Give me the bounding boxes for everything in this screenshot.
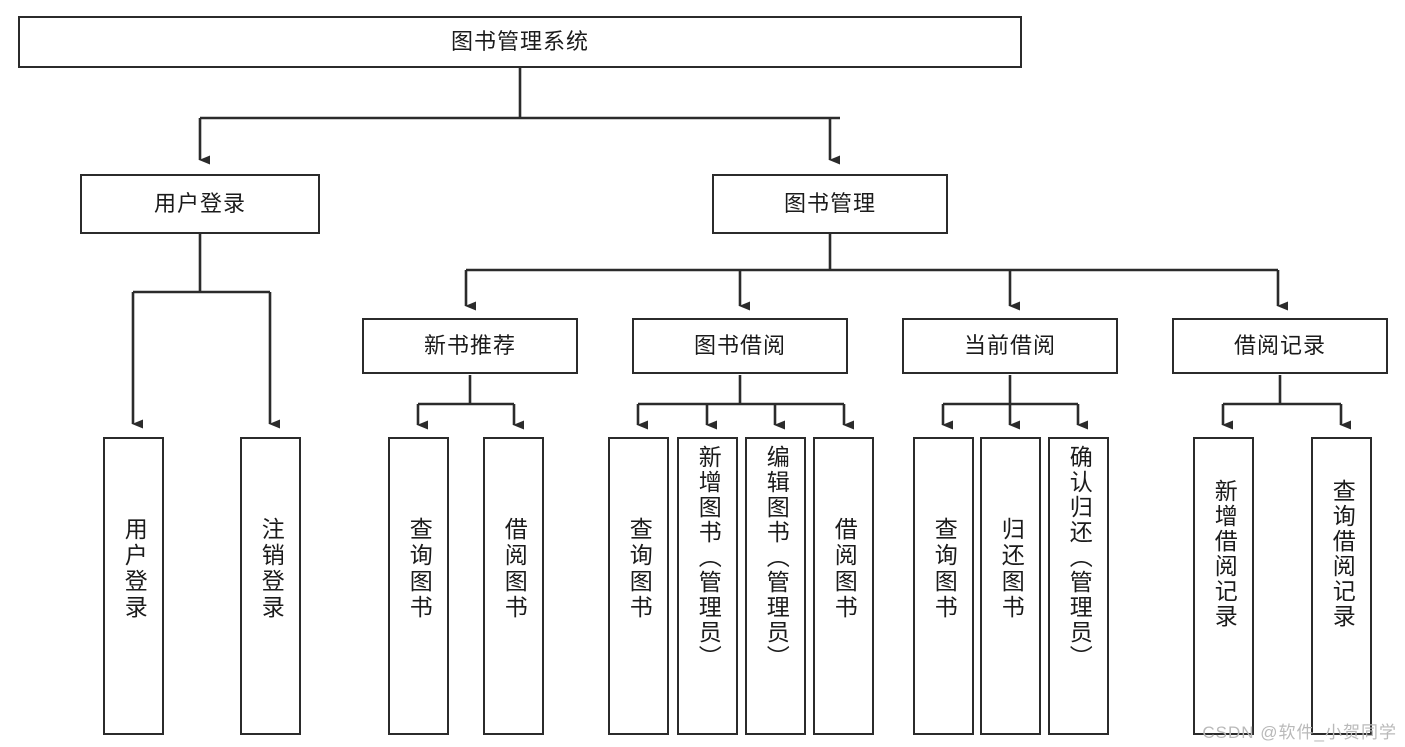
leaf-book-borrow-query-book[interactable]: 查询图书 (608, 437, 669, 735)
leaf-label: 新增借阅记录 (1211, 479, 1238, 629)
leaf-book-borrow-edit-book-admin[interactable]: 编辑图书（管理员） (745, 437, 806, 735)
node-root-label: 图书管理系统 (450, 29, 589, 55)
leaf-label: 查询借阅记录 (1329, 479, 1356, 629)
leaf-borrow-record-query-record[interactable]: 查询借阅记录 (1311, 437, 1372, 735)
leaf-label: 借阅图书 (831, 517, 858, 621)
leaf-current-borrow-confirm-return-admin[interactable]: 确认归还（管理员） (1048, 437, 1109, 735)
node-borrow-record-label: 借阅记录 (1233, 333, 1326, 359)
node-book-management-label: 图书管理 (783, 191, 876, 217)
node-book-borrow-label: 图书借阅 (693, 333, 786, 359)
leaf-label: 用户登录 (121, 517, 148, 621)
leaf-new-book-query-book[interactable]: 查询图书 (388, 437, 449, 735)
leaf-book-borrow-borrow-book[interactable]: 借阅图书 (813, 437, 874, 735)
leaf-current-borrow-return-book[interactable]: 归还图书 (980, 437, 1041, 735)
leaf-label: 新增图书（管理员） (695, 445, 722, 670)
leaf-current-borrow-query-book[interactable]: 查询图书 (913, 437, 974, 735)
leaf-label: 注销登录 (258, 517, 285, 621)
node-root[interactable]: 图书管理系统 (18, 16, 1022, 68)
leaf-borrow-record-add-record[interactable]: 新增借阅记录 (1193, 437, 1254, 735)
leaf-label: 确认归还（管理员） (1066, 445, 1093, 670)
leaf-label: 查询图书 (626, 517, 653, 621)
leaf-user-login-logout[interactable]: 注销登录 (240, 437, 301, 735)
leaf-label: 借阅图书 (501, 517, 528, 621)
node-user-login-label: 用户登录 (153, 191, 246, 217)
leaf-label: 编辑图书（管理员） (763, 445, 790, 670)
leaf-label: 查询图书 (931, 517, 958, 621)
node-user-login[interactable]: 用户登录 (80, 174, 320, 234)
leaf-user-login-login[interactable]: 用户登录 (103, 437, 164, 735)
node-current-borrow[interactable]: 当前借阅 (902, 318, 1118, 374)
node-book-management[interactable]: 图书管理 (712, 174, 948, 234)
node-book-borrow[interactable]: 图书借阅 (632, 318, 848, 374)
leaf-new-book-borrow-book[interactable]: 借阅图书 (483, 437, 544, 735)
leaf-label: 归还图书 (998, 517, 1025, 621)
node-current-borrow-label: 当前借阅 (963, 333, 1056, 359)
node-borrow-record[interactable]: 借阅记录 (1172, 318, 1388, 374)
node-new-book-recommend-label: 新书推荐 (423, 333, 516, 359)
node-new-book-recommend[interactable]: 新书推荐 (362, 318, 578, 374)
leaf-label: 查询图书 (406, 517, 433, 621)
leaf-book-borrow-add-book-admin[interactable]: 新增图书（管理员） (677, 437, 738, 735)
